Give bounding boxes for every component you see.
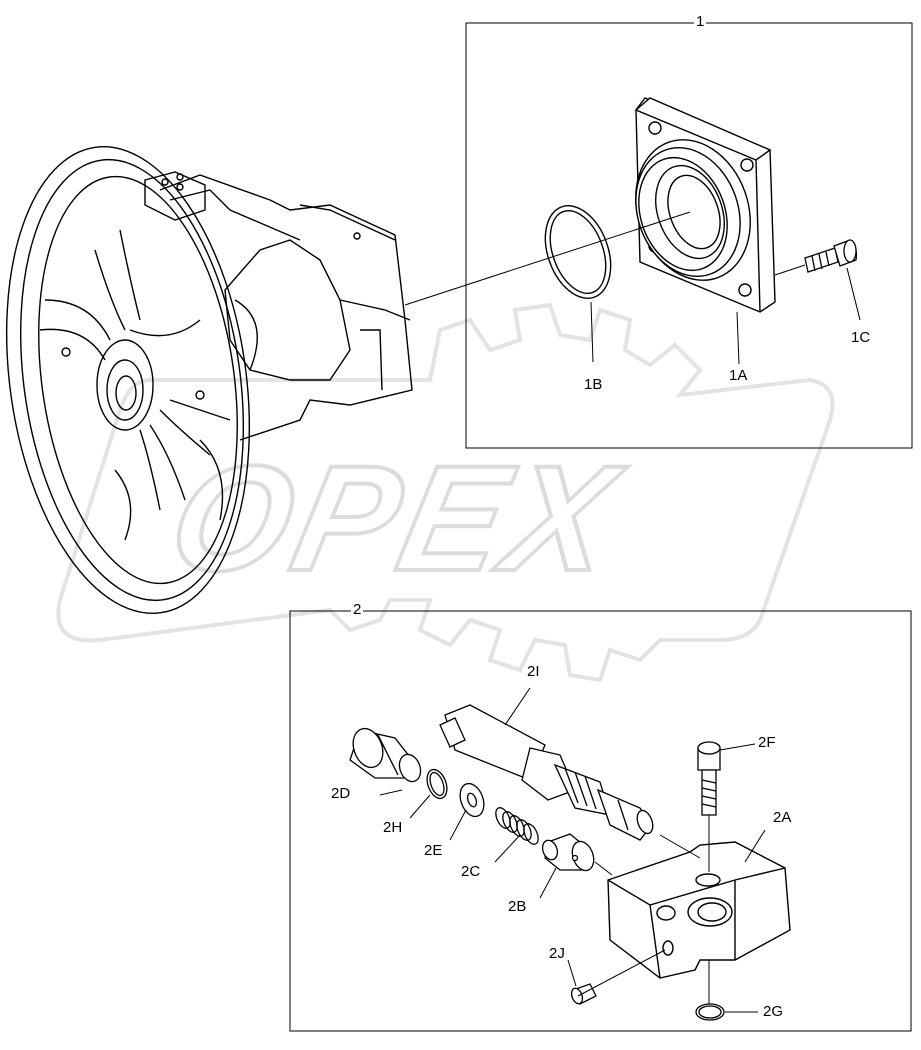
group-1-frame: [465, 22, 913, 449]
leader-lines: [379, 211, 861, 1013]
callout-2b: 2B: [506, 898, 529, 915]
part-1b-o-ring: [544, 205, 612, 299]
group-2-label: 2: [351, 601, 364, 618]
part-2h-o-ring: [426, 768, 448, 800]
part-2f-bolt: [697, 741, 721, 816]
callout-2e: 2E: [422, 842, 445, 859]
gear-icon: [56, 302, 835, 683]
callout-2c: 2C: [459, 863, 483, 880]
callout-1c: 1C: [849, 329, 873, 346]
group-1-label: 1: [694, 13, 707, 30]
callout-2i: 2I: [525, 663, 542, 680]
callout-1a: 1A: [727, 367, 750, 384]
part-2d-plug: [349, 727, 422, 783]
pump-housing: [5, 146, 413, 614]
callout-2g: 2G: [761, 1003, 786, 1020]
part-2j-plug: [570, 983, 597, 1005]
part-1c-bolt: [804, 239, 858, 273]
callout-2j: 2J: [547, 945, 567, 962]
callout-2d: 2D: [329, 785, 353, 802]
part-2a-valve-block: [607, 841, 791, 979]
part-2e-washer: [459, 782, 485, 818]
part-2b-poppet: [541, 833, 595, 872]
watermark: OPEX: [56, 302, 835, 683]
part-2c-spring: [495, 807, 539, 845]
callout-1b: 1B: [582, 376, 605, 393]
part-2i-solenoid-cartridge: [439, 704, 654, 841]
callout-2h: 2H: [381, 819, 405, 836]
callout-2f: 2F: [756, 734, 778, 751]
part-2g-o-ring: [695, 1003, 725, 1021]
group-2-frame: [289, 610, 912, 1032]
watermark-text: OPEX: [157, 436, 635, 603]
callout-2a: 2A: [771, 809, 794, 826]
part-1a-adapter-plate: [634, 97, 776, 313]
